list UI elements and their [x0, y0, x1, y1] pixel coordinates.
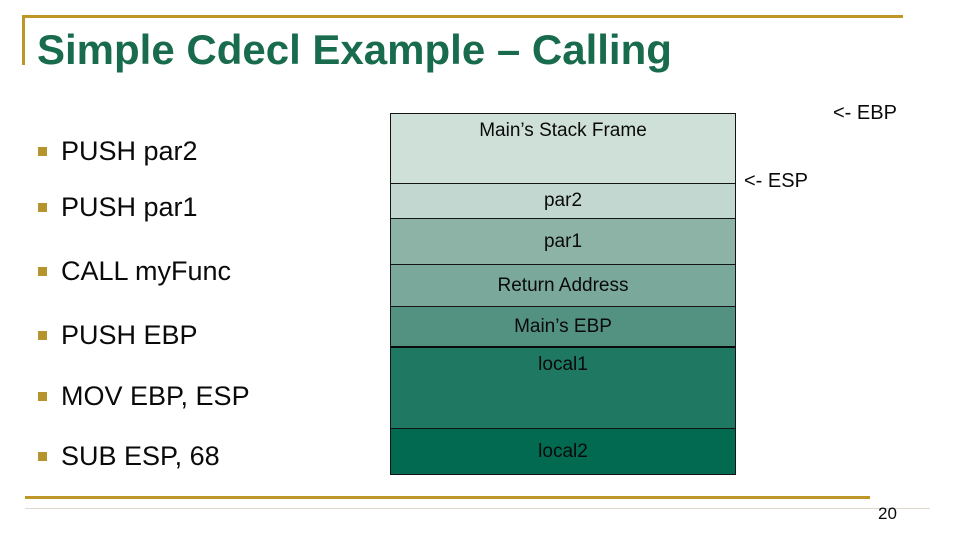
stack-frame-diagram: Main’s Stack Frame par2 par1 Return Addr… [390, 113, 736, 475]
bullet-square-icon [38, 203, 47, 212]
stack-row-label: Return Address [497, 274, 629, 296]
bullet-square-icon [38, 392, 47, 401]
stack-row-label: local2 [538, 440, 588, 462]
stack-row-label: par2 [543, 190, 583, 211]
stack-row-local1: local1 [391, 346, 735, 428]
bottom-faint-rule [25, 508, 930, 509]
esp-pointer-label: <- ESP [744, 170, 808, 192]
bullet-label: CALL myFunc [61, 256, 232, 286]
bullet-item: PUSH par2 [38, 135, 198, 167]
bullet-item: MOV EBP, ESP [38, 380, 250, 412]
bullet-item: PUSH EBP [38, 319, 198, 351]
top-rule [22, 15, 903, 18]
bullet-item: CALL myFunc [38, 255, 231, 287]
bottom-rule [25, 496, 870, 499]
bullet-square-icon [38, 147, 47, 156]
bullet-square-icon [38, 267, 47, 276]
page-number: 20 [878, 504, 897, 523]
bullet-label: PUSH par2 [61, 136, 198, 166]
left-rule [22, 15, 25, 65]
stack-row-par2: par2 [391, 183, 735, 218]
stack-row-mains-stack-frame: Main’s Stack Frame [391, 114, 735, 183]
bullet-label: PUSH par1 [61, 192, 198, 222]
slide-title: Simple Cdecl Example – Calling [37, 26, 672, 73]
stack-row-label: Main’s Stack Frame [479, 120, 647, 141]
bullet-square-icon [38, 452, 47, 461]
stack-row-label: local1 [538, 354, 588, 375]
bullet-label: SUB ESP, 68 [61, 441, 220, 471]
bullet-square-icon [38, 331, 47, 340]
stack-row-par1: par1 [391, 218, 735, 264]
ebp-pointer-label: <- EBP [833, 102, 897, 124]
bullet-label: MOV EBP, ESP [61, 381, 250, 411]
stack-row-label: par1 [543, 230, 583, 252]
stack-row-mains-ebp: Main’s EBP [391, 306, 735, 346]
stack-row-local2: local2 [391, 428, 735, 474]
bullet-label: PUSH EBP [61, 320, 198, 350]
stack-row-label: Main’s EBP [514, 315, 612, 337]
bullet-item: SUB ESP, 68 [38, 440, 220, 472]
stack-row-return-address: Return Address [391, 264, 735, 306]
bullet-item: PUSH par1 [38, 191, 198, 223]
